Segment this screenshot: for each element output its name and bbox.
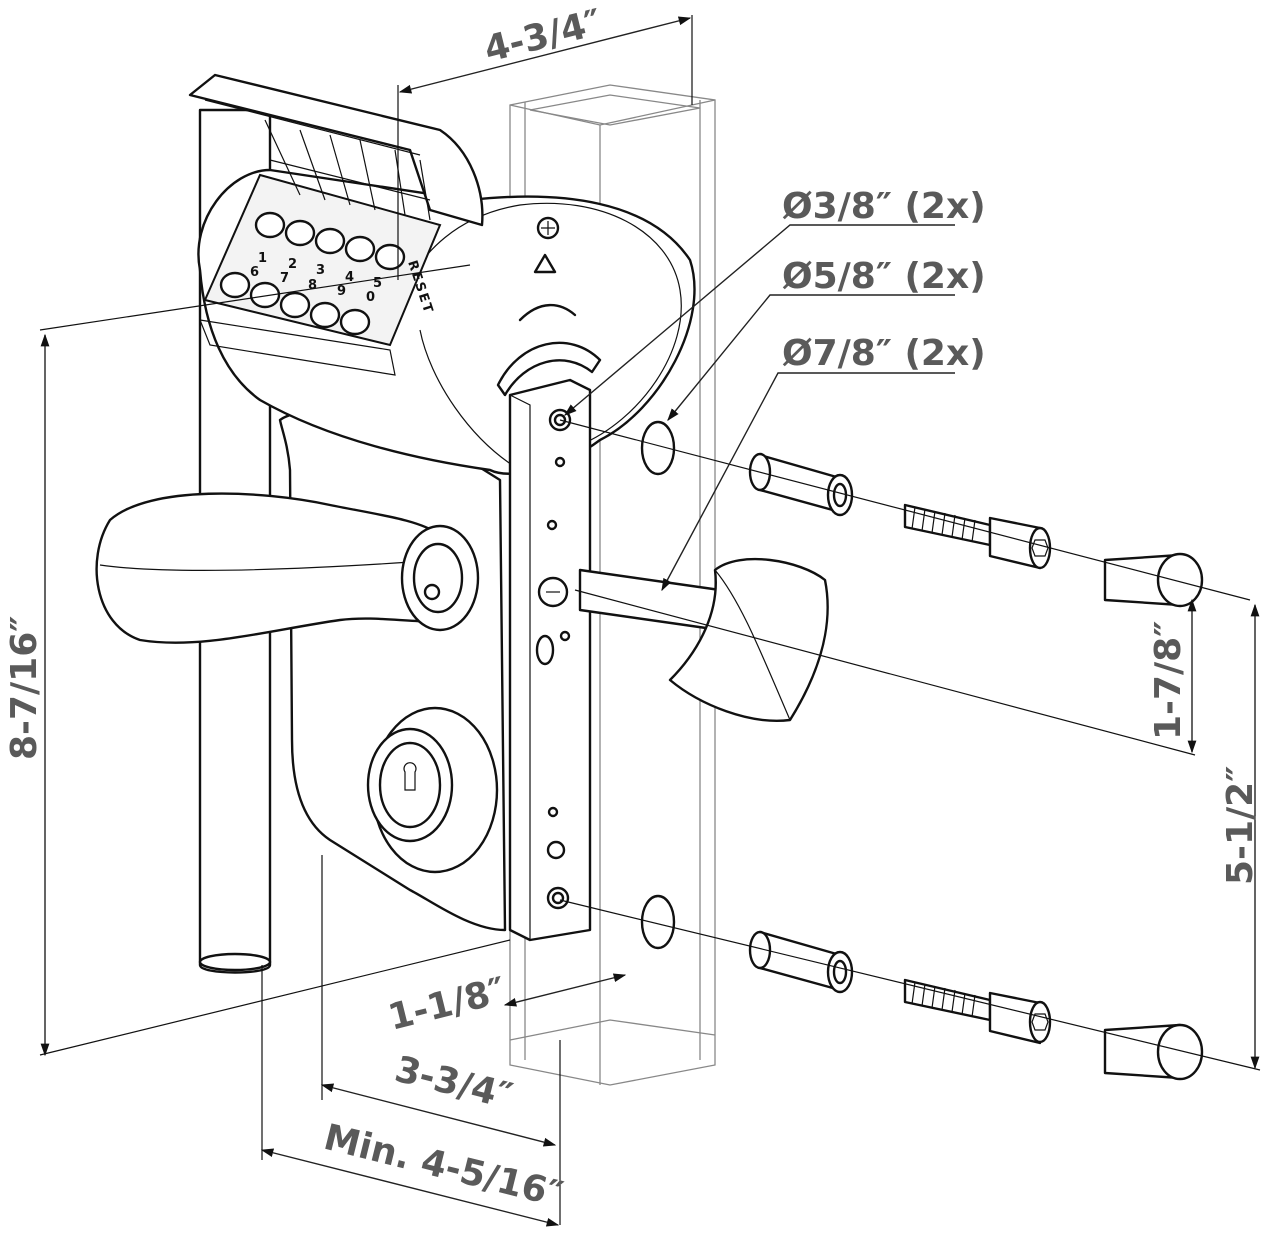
post-hole-bottom (640, 894, 676, 950)
key-3[interactable] (314, 227, 346, 255)
dim-width-top: 4-3/4″ (480, 2, 606, 71)
digit-3: 3 (316, 263, 325, 278)
key-8[interactable] (279, 291, 311, 319)
keypad-lid[interactable] (188, 73, 484, 227)
digit-0: 0 (366, 290, 375, 305)
digit-2: 2 (288, 257, 297, 272)
dim-offset-profile: 1-1/8″ (384, 970, 510, 1039)
dim-handle-spacing: 1-7/8″ (1148, 621, 1189, 740)
handle-grub-screw-icon (423, 583, 441, 601)
post-hole-top (640, 420, 676, 476)
key-1[interactable] (254, 211, 286, 239)
digit-9: 9 (337, 284, 346, 299)
key-cylinder (366, 706, 499, 874)
keypad-row-top (254, 211, 406, 271)
release-indicator (496, 216, 602, 397)
hardware-bottom (748, 930, 1204, 1081)
dim-line-width-top (398, 16, 692, 94)
dim-line-min-post (260, 1148, 560, 1227)
callout-hole-small: Ø3/8″ (2x) (782, 186, 986, 227)
digit-7: 7 (280, 271, 289, 286)
face-plate (508, 378, 592, 942)
dimension-lines (40, 16, 1260, 1227)
key-2[interactable] (284, 219, 316, 247)
callout-hole-large: Ø7/8″ (2x) (782, 333, 986, 374)
key-7[interactable] (249, 281, 281, 309)
keyhole-icon (403, 762, 417, 791)
bolt-top (903, 503, 992, 547)
keypad-row-bottom (219, 271, 371, 336)
dim-min-post: Min. 4-5/16″ (320, 1117, 567, 1216)
hardware-top (748, 452, 1204, 608)
keypad: 1 2 3 4 5 6 7 8 9 0 RESET (219, 211, 436, 336)
digit-4: 4 (345, 270, 354, 285)
dim-bolt-spacing: 5-1/2″ (1220, 766, 1261, 885)
digit-1: 1 (258, 251, 267, 266)
key-9[interactable] (309, 301, 341, 329)
key-4[interactable] (344, 235, 376, 263)
key-5[interactable] (374, 243, 406, 271)
bolt-bottom (903, 978, 992, 1022)
lever-handle[interactable] (95, 492, 480, 644)
digit-8: 8 (308, 278, 317, 293)
digit-6: 6 (250, 265, 259, 280)
thumb-turn[interactable] (578, 557, 829, 722)
dim-line-offset (503, 973, 627, 1007)
dim-height-total: 8-7/16″ (4, 616, 45, 760)
callout-hole-medium: Ø5/8″ (2x) (782, 256, 986, 297)
key-6[interactable] (219, 271, 251, 299)
digit-5: 5 (373, 276, 382, 291)
dim-line-backset (320, 1083, 557, 1147)
callout-leader-small (564, 224, 955, 416)
center-lines (39, 15, 1261, 1225)
callout-leader-large (661, 372, 955, 592)
callout-leader-medium (667, 294, 955, 421)
spacer-bottom (758, 930, 842, 992)
key-0[interactable] (339, 308, 371, 336)
